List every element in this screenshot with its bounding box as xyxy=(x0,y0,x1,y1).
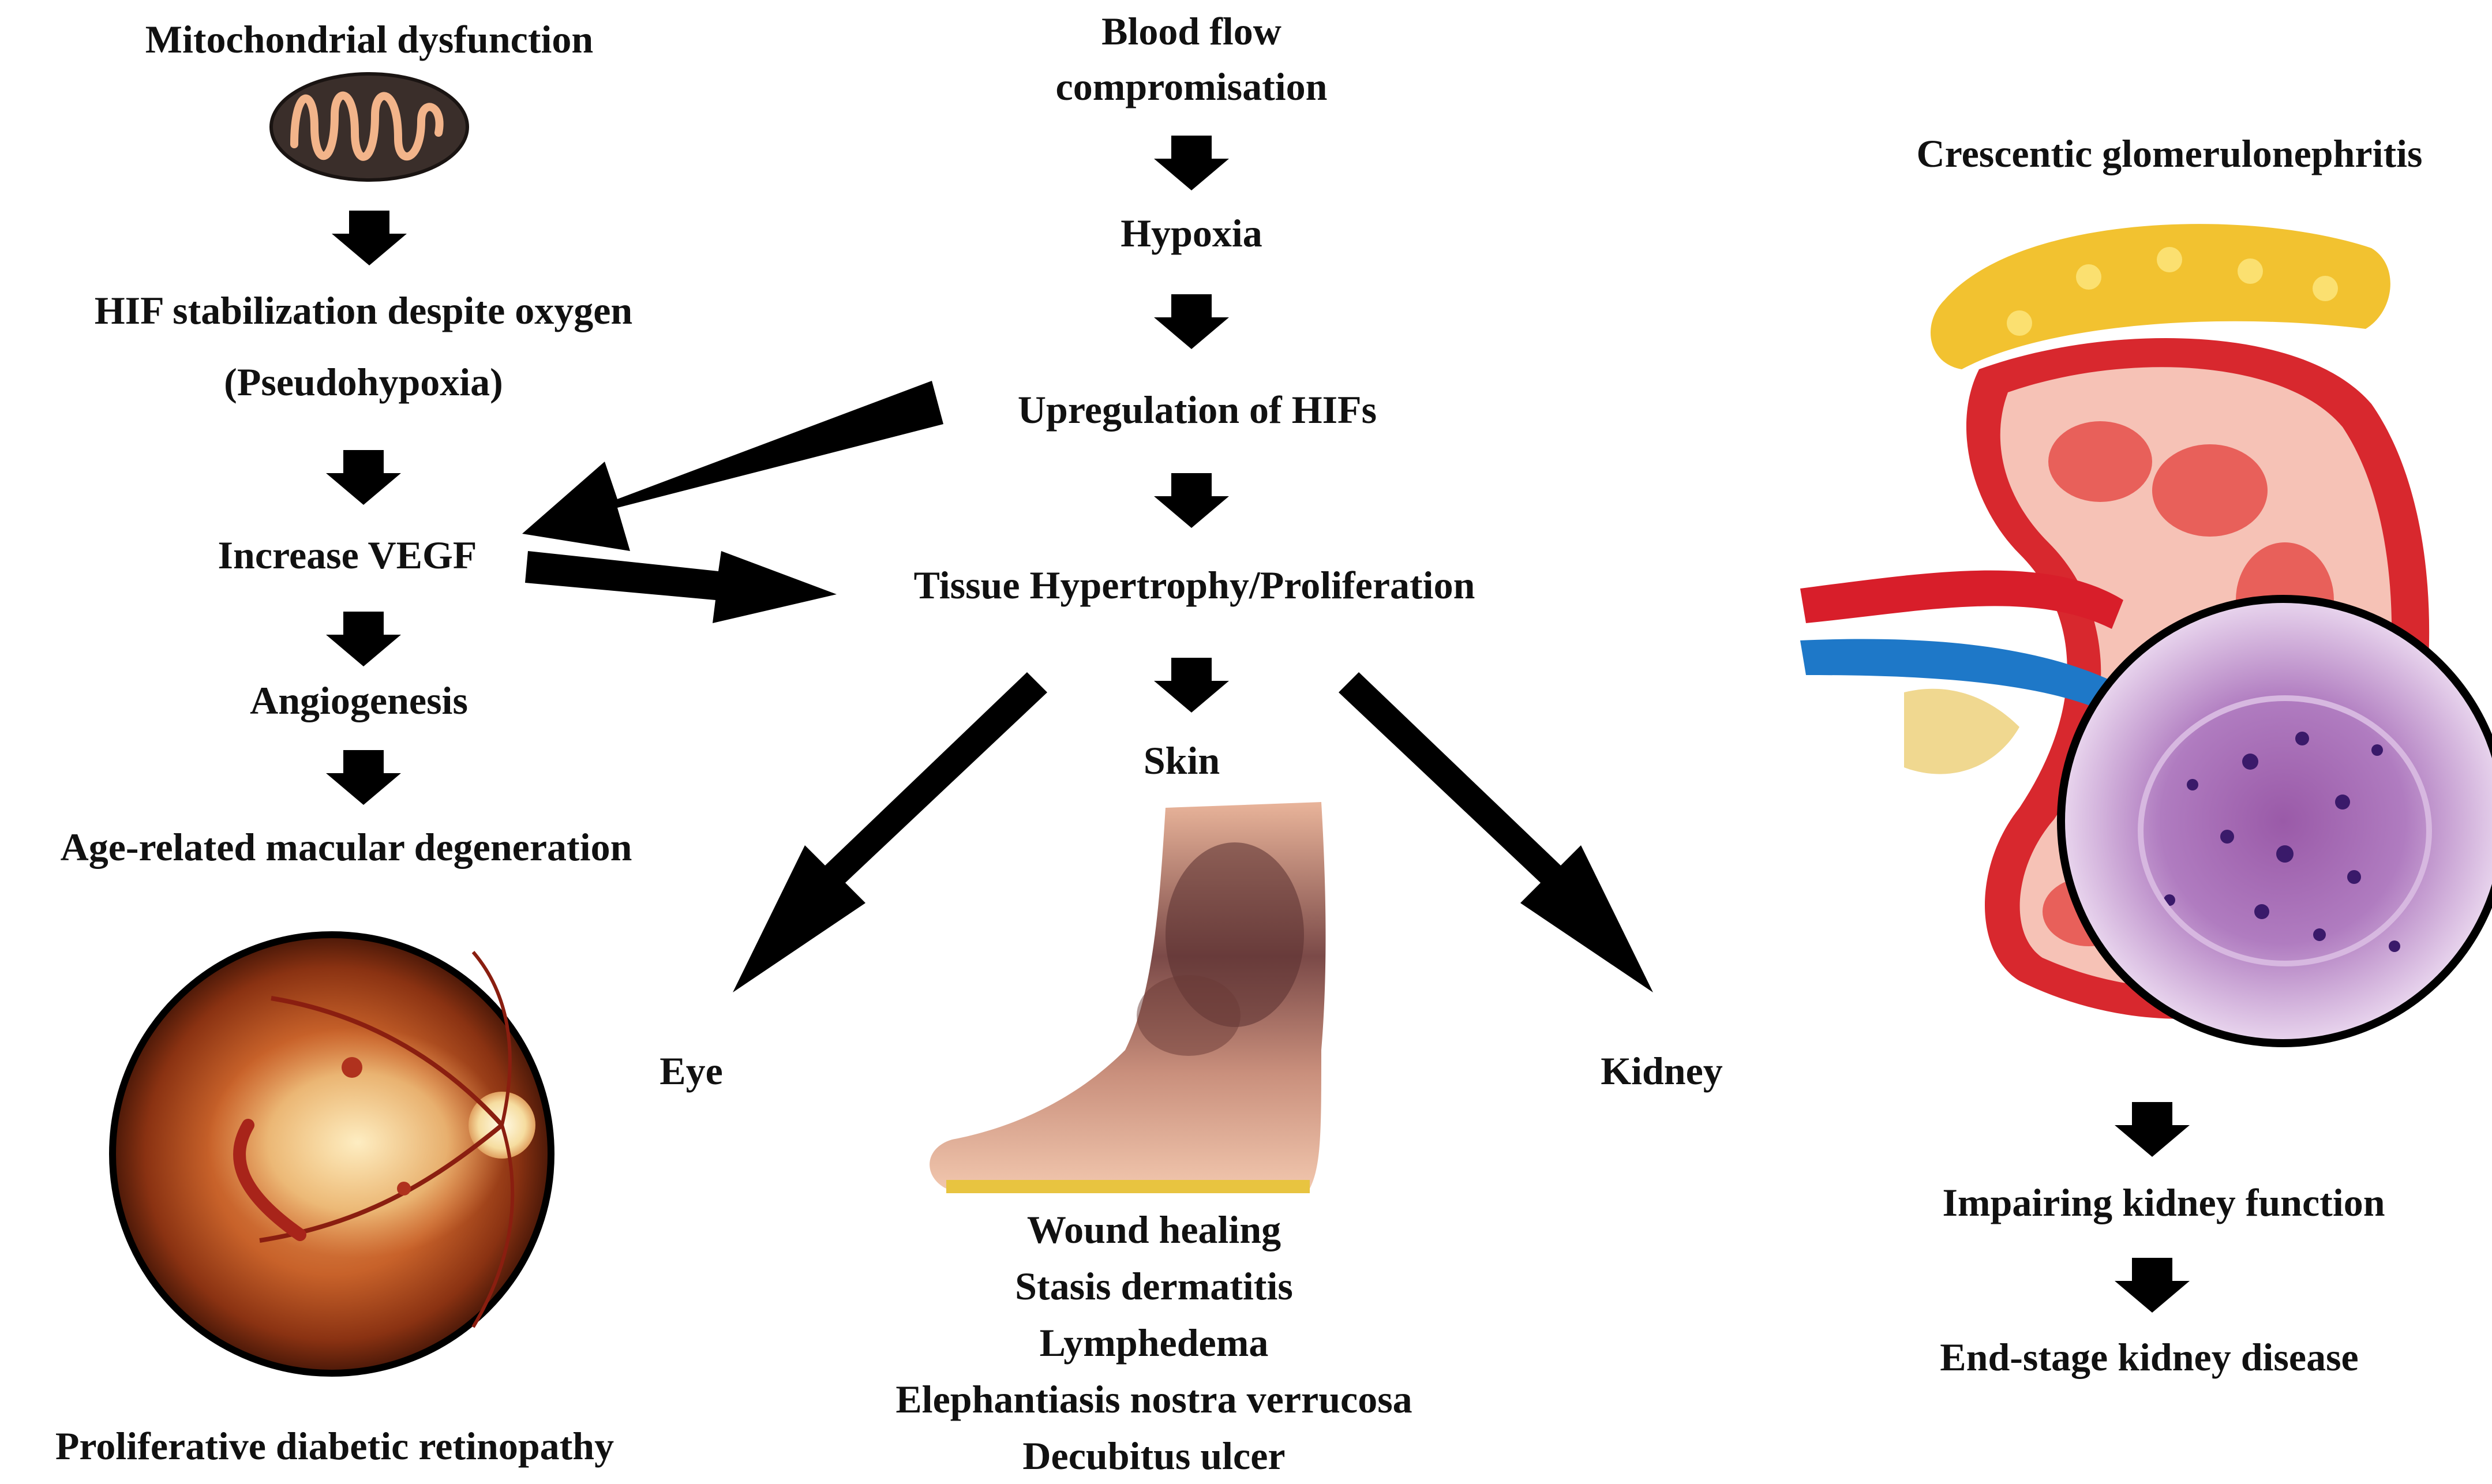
arrow-pseudo-to-vegf xyxy=(326,450,401,505)
label-skin: Skin xyxy=(1143,739,1220,782)
arrow-mito-to-hif xyxy=(332,211,407,265)
arrow-hypoxia-to-uphif xyxy=(1154,294,1229,349)
label-pseudohypoxia: (Pseudohypoxia) xyxy=(224,360,503,404)
arrow-tissue-to-kidney xyxy=(1339,672,1653,992)
arrow-vegf-to-angio xyxy=(326,612,401,666)
label-impairing-kidney-function: Impairing kidney function xyxy=(1942,1181,2385,1224)
label-crescentic-gn: Crescentic glomerulonephritis xyxy=(1916,132,2423,175)
label-increase-vegf: Increase VEGF xyxy=(218,533,477,577)
arrow-kidney-to-impairing xyxy=(2115,1102,2190,1157)
label-upregulation-hifs: Upregulation of HIFs xyxy=(1017,388,1377,432)
label-end-stage-kidney-disease: End-stage kidney disease xyxy=(1940,1335,2359,1379)
skin-condition-item: Stasis dermatitis xyxy=(1015,1264,1293,1308)
arrow-tissue-to-eye xyxy=(733,672,1047,992)
skin-conditions-list: Wound healing Stasis dermatitis Lymphede… xyxy=(895,1201,1412,1484)
skin-condition-item: Wound healing xyxy=(1026,1208,1281,1251)
label-tissue-hypertrophy: Tissue Hypertrophy/Proliferation xyxy=(913,563,1475,607)
arrow-tissue-to-skin xyxy=(1154,658,1229,713)
retina-fundus-photo xyxy=(109,931,554,1377)
label-hypoxia: Hypoxia xyxy=(1121,211,1262,255)
label-amd: Age-related macular degeneration xyxy=(60,825,632,869)
label-blood-flow: Blood flow xyxy=(1101,9,1281,53)
arrow-blood-to-hypoxia xyxy=(1154,136,1229,190)
arrow-vegf-to-tissue xyxy=(525,551,837,623)
label-kidney: Kidney xyxy=(1601,1049,1723,1093)
skin-condition-item: Lymphedema xyxy=(1039,1321,1269,1365)
skin-condition-item: Elephantiasis nostra verrucosa xyxy=(895,1377,1412,1421)
arrow-uphif-to-vegf xyxy=(522,381,943,551)
arrow-impairing-to-eskd xyxy=(2115,1258,2190,1313)
glomerulus-histology-circle xyxy=(2057,595,2492,1047)
foot-skin-lesion-illustration xyxy=(930,802,1326,1193)
label-mitochondrial-dysfunction: Mitochondrial dysfunction xyxy=(145,17,594,61)
label-hif-stabilization: HIF stabilization despite oxygen xyxy=(94,288,633,332)
label-pdr: Proliferative diabetic retinopathy xyxy=(55,1424,614,1468)
arrow-uphif-to-tissue xyxy=(1154,473,1229,528)
skin-condition-item: Decubitus ulcer xyxy=(1022,1434,1286,1478)
label-angiogenesis: Angiogenesis xyxy=(250,679,468,722)
label-eye: Eye xyxy=(659,1049,723,1093)
mitochondrion-icon xyxy=(269,72,469,182)
arrow-angio-to-amd xyxy=(326,750,401,805)
label-compromisation: compromisation xyxy=(1055,65,1328,108)
